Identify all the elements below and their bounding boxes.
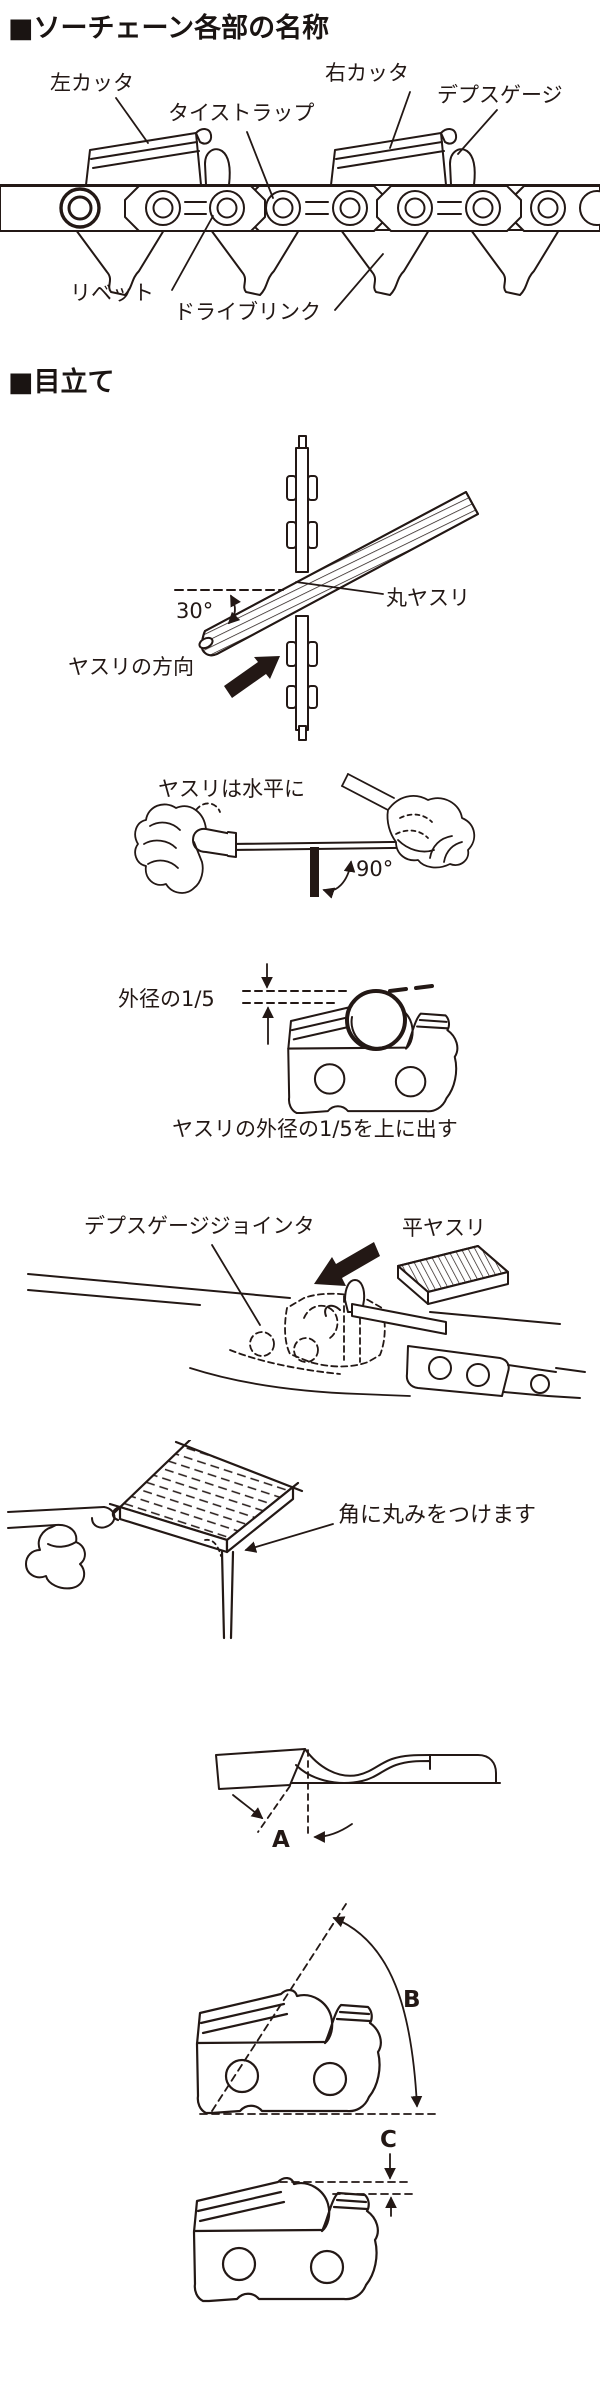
label-jointer: デプスゲージジョインタ	[84, 1214, 315, 1238]
angle-b-figure	[195, 1903, 436, 2115]
diagonal-dashed	[211, 1903, 347, 2112]
leader-lines	[115, 91, 498, 311]
corner-pointer-arrow	[244, 1523, 334, 1553]
label-left-cutter: 左カッタ	[50, 71, 134, 95]
left-cutter-drawing	[85, 128, 231, 186]
label-depth-c: C	[380, 2127, 397, 2153]
saw-chain-diagram	[0, 91, 600, 311]
right-glove-drawing	[341, 773, 476, 869]
right-cutter-drawing	[330, 128, 476, 186]
file-direction-arrow	[224, 656, 280, 698]
angle-arc-30	[227, 594, 241, 625]
flat-file-drawing	[397, 1245, 509, 1305]
angle-a-figure	[215, 1748, 501, 1843]
label-depth-gauge: デプスゲージ	[437, 83, 563, 107]
chain-top-view	[286, 435, 318, 741]
left-hand-drawing	[134, 802, 221, 894]
corner-rounding-figure	[7, 1440, 334, 1640]
right-link-drawing	[405, 1345, 586, 1399]
one-fifth-figure	[242, 963, 459, 1114]
caption-round-corner: 角に丸みをつけます	[338, 1503, 537, 1528]
label-flat-file: 平ヤスリ	[402, 1216, 486, 1240]
file-handle	[192, 827, 233, 857]
label-file-direction: ヤスリの方向	[68, 655, 194, 679]
depth-gauge-jointer-figure	[27, 1242, 586, 1399]
gauge-leg	[220, 1550, 226, 1640]
label-tie-strap: タイストラップ	[168, 101, 315, 125]
depth-c-figure	[192, 2153, 413, 2303]
label-right-cutter: 右カッタ	[325, 61, 409, 85]
label-one-fifth-measure: 外径の1/5	[118, 987, 215, 1011]
push-direction-arrow	[314, 1242, 380, 1286]
file-cross-section-circle	[345, 989, 407, 1051]
depth-gauge-top-face	[120, 1445, 293, 1540]
label-rivet: リベット	[70, 281, 154, 305]
label-angle-b: B	[403, 1987, 421, 2013]
label-angle-30: 30°	[176, 599, 214, 623]
file-level-figure	[134, 773, 476, 899]
angle-arc-b	[332, 1916, 423, 2108]
label-file-level: ヤスリは水平に	[158, 777, 305, 801]
top-plate-profile	[215, 1748, 306, 1790]
section-title-sharpening: ■目立て	[8, 367, 115, 398]
cutter-sketch	[7, 1506, 116, 1590]
round-file-angle-figure	[174, 435, 479, 741]
label-angle-90: 90°	[356, 857, 394, 881]
label-drive-link: ドライブリンク	[174, 300, 321, 324]
round-file-drawing	[198, 491, 479, 657]
depth-gauge-tab	[344, 1279, 366, 1313]
square-reference-bar	[310, 847, 319, 897]
caption-one-fifth: ヤスリの外径の1/5を上に出す	[172, 1117, 458, 1141]
label-round-file: 丸ヤスリ	[386, 586, 470, 610]
angle-arc-90	[322, 860, 356, 899]
label-angle-a: A	[272, 1827, 290, 1853]
section-title-chain-parts: ■ソーチェーン各部の名称	[8, 13, 330, 44]
jointer-leader-line	[211, 1244, 261, 1326]
